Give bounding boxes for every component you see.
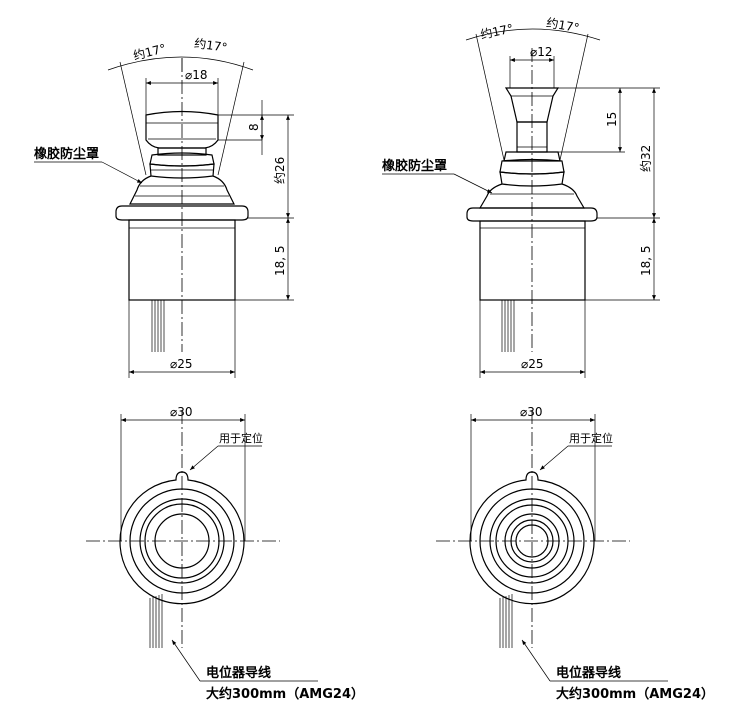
flange (115, 205, 249, 221)
wire-leads (499, 594, 513, 648)
wire-title-label: 电位器导线 (206, 665, 271, 681)
locating-label: 用于定位 (569, 431, 613, 445)
dust-cover-label: 橡胶防尘罩 (34, 146, 99, 162)
angle-arc (107, 56, 254, 71)
height-total-label: 约26 (272, 157, 287, 184)
body (479, 220, 586, 301)
knob-cap (145, 110, 219, 149)
angle-label-right: 约17° (193, 35, 228, 54)
height-knob-label: 15 (605, 112, 619, 127)
angle-label-right: 约17° (545, 15, 580, 36)
dia-top-label: ⌀18 (185, 68, 208, 82)
angle-label-left: 约17° (479, 20, 515, 42)
wire-leads (501, 300, 515, 352)
side-view-left: 约17° 约17° ⌀18 8 约26 18, 5 ⌀25 橡胶防尘罩 (34, 35, 294, 378)
collar-ring (504, 513, 560, 569)
plan-view-right: ⌀30 用于定位 电位器导线 大约300mm（AMG24） (436, 405, 714, 702)
angle-arc (465, 28, 601, 41)
dia-body-label: ⌀25 (170, 357, 193, 371)
height-cap-label: 8 (247, 123, 261, 131)
wire-leads (149, 594, 163, 648)
knob-circle (515, 524, 549, 558)
dia-top-label: ⌀12 (530, 45, 553, 59)
wire-spec-label: 大约300mm（AMG24） (556, 686, 714, 702)
plan-view-left: ⌀30 用于定位 电位器导线 大约300mm（AMG24） (86, 405, 364, 702)
height-body-label: 18, 5 (273, 245, 287, 276)
flange-outline (469, 471, 595, 605)
dia-body-label: ⌀25 (521, 357, 544, 371)
body (128, 219, 236, 301)
dia-flange-label: ⌀30 (170, 405, 193, 419)
boot-ring (489, 498, 575, 584)
wire-title-label: 电位器导线 (556, 665, 621, 681)
flange-outline (119, 471, 245, 605)
boot-ring (139, 498, 225, 584)
body-ring (129, 488, 235, 594)
dia-flange-label: ⌀30 (520, 405, 543, 419)
height-body-label: 18, 5 (639, 245, 653, 276)
flange (466, 207, 598, 222)
height-total-label: 约32 (638, 145, 653, 172)
cap-circle (154, 513, 210, 569)
wire-leads (151, 300, 165, 352)
dust-cover-label: 橡胶防尘罩 (382, 158, 447, 174)
body-ring (479, 488, 585, 594)
side-view-right: 约17° 约17° ⌀12 15 约32 18, 5 ⌀25 橡胶防尘罩 (382, 15, 660, 378)
locating-label: 用于定位 (219, 431, 263, 445)
wire-spec-label: 大约300mm（AMG24） (206, 686, 364, 702)
